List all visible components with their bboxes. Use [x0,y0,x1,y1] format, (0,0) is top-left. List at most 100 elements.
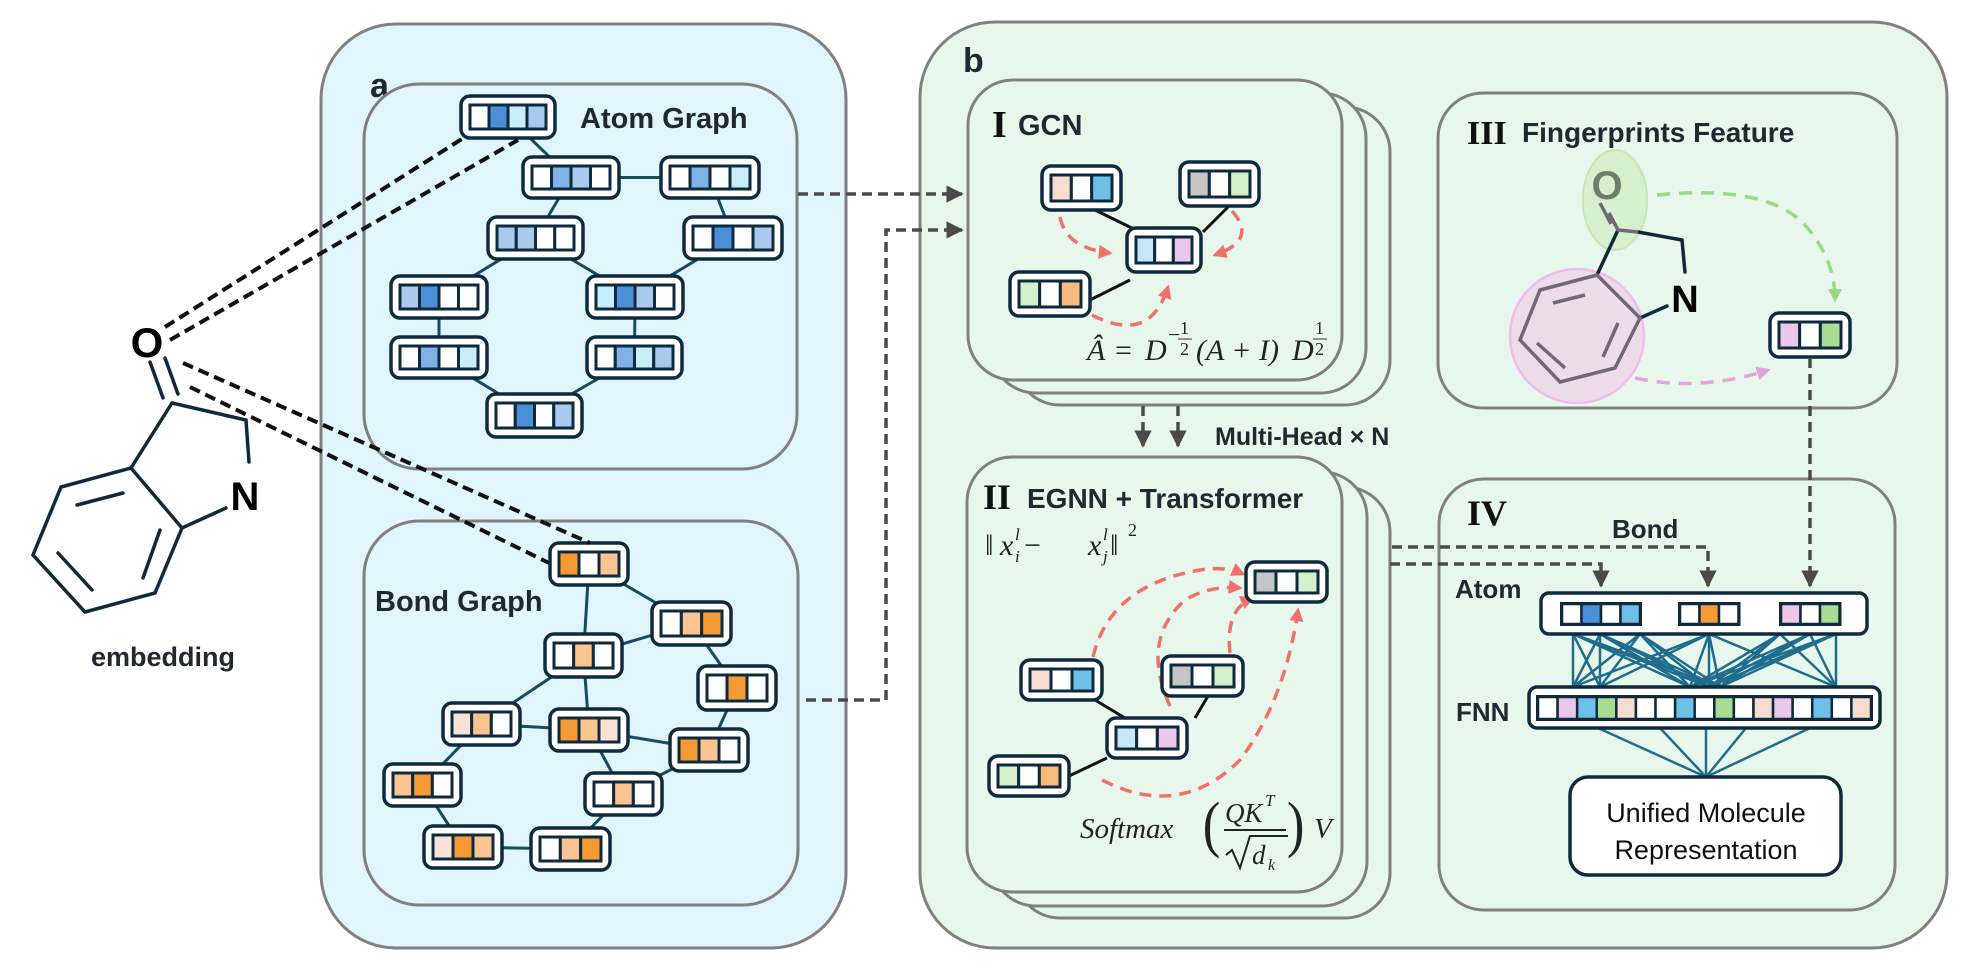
bond-node-cell [700,609,724,638]
bond-node [548,707,630,753]
gcn-node-cell [1090,173,1114,203]
attention-arrow-1 [1091,563,1246,658]
fnn-connection [1689,632,1811,689]
molecule-oxygen: O [131,319,164,366]
atom-node-cell [487,103,510,131]
attention-close-paren: ) [1287,791,1305,859]
attention-k: k [1268,857,1276,874]
fp-nitrogen: N [1671,279,1698,321]
fingerprints-numeral: III [1467,115,1507,152]
panel-b-label: b [963,42,984,80]
gcn-nodes [1008,160,1261,318]
fingerprint-vector [1768,311,1852,359]
atom-node-cell [731,224,755,252]
egnn-node-cell [1049,667,1074,693]
gcn-node-cell [1049,173,1073,203]
atom-node-cell [550,164,573,191]
atom-node-cell [728,164,752,191]
atom-node-cell [668,164,692,191]
fnn-cell [1791,695,1814,721]
gcn-node-cell [1069,173,1094,203]
atom-node-cell [418,344,441,371]
gcn-node-cell [1171,235,1194,265]
fp-molecule-bonds [1595,228,1687,320]
atom-node-cell [633,283,656,311]
egnn-node-cell [1028,667,1053,693]
bond-node-cell [717,736,741,764]
fnn-connection [1572,633,1641,688]
gcn-formula-exp1-num: 1 [1180,318,1189,338]
atom-node [389,274,489,320]
atom-node-cell [653,283,676,311]
concat-cell [1779,602,1802,626]
atom-node-cell [652,344,675,371]
bond-graph-title: Bond Graph [375,586,543,618]
molecule-ring-bonds [170,401,251,464]
fingerprint-node-cell [1798,320,1822,350]
egnn-node [1019,658,1104,702]
egnn-node-cell [1253,569,1278,595]
output-connection [1705,726,1811,779]
bond-node-cell [591,641,615,670]
gcn-formula-exp2-den: 2 [1315,339,1324,359]
egnn-node-cell [996,763,1021,789]
bond-node-cell [391,771,415,799]
fp-pink-arrow [1634,366,1771,386]
bond-node-cell [579,835,603,863]
atom-node-cell [553,224,576,252]
bond-node-cell [451,833,475,861]
gcn-node [1008,270,1092,318]
distance-sub-i: i [1015,547,1020,566]
egnn-node-cell [1135,725,1159,751]
atom-node-cell [457,344,480,371]
fnn-cell [1732,695,1755,721]
fp-oxygen: O [1591,164,1622,208]
bond-node [422,824,504,870]
egnn-nodes [987,560,1329,798]
egnn-node-cell [1155,725,1180,751]
atom-node [682,215,784,261]
fp-carbonyl-bond [1598,202,1639,234]
bond-node-cell [471,833,495,861]
gcn-message-arrow-2 [1212,209,1244,258]
gcn-message-arrow-3 [1091,284,1172,327]
bond-node [548,541,630,587]
bond-node-cell [557,716,581,744]
unified-representation-line1: Unified Molecule [1606,798,1806,828]
molecule-five-ring [128,401,228,531]
concat-cell [1560,602,1583,626]
bond-node-cell [577,716,601,744]
atom-node-cell [534,224,557,252]
atom-node-cell [614,283,637,311]
atom-graph-nodes [389,94,784,439]
bond-node-cell [450,710,474,738]
egnn-node-cell [1017,763,1041,789]
attention-qk: QK [1225,798,1264,828]
concat-cell [1619,602,1642,626]
distance-close-norm: ‖ [1110,529,1118,562]
atom-node-cell [494,401,517,430]
distance-minus: − [1024,529,1041,562]
fnn-cell [1595,695,1618,721]
gcn-node-cell [1017,279,1042,309]
link-atom-to-fusion [1390,562,1610,588]
atom-node [585,335,684,380]
egnn-numeral: II [983,477,1011,517]
concat-segment-fingerprint [1779,602,1842,626]
atom-node-cell [691,224,715,252]
fingerprint-node-cell [1777,320,1802,350]
egnn-node-cell [1037,763,1062,789]
fnn-cell [1536,695,1559,721]
bond-node-cell [697,736,721,764]
fnn-connections [1571,632,1838,779]
bond-node-cell [725,673,749,703]
molecule-double-bonds [56,491,162,592]
bond-node-cell [558,835,583,863]
fingerprint-node-cell [1818,320,1843,350]
fnn-cell [1615,695,1638,721]
attention-open-paren: ( [1203,791,1221,859]
fnn-cell [1810,695,1834,721]
gcn-node-cell [1134,235,1157,265]
gcn-node [1040,164,1123,212]
unified-representation-box [1568,775,1843,877]
